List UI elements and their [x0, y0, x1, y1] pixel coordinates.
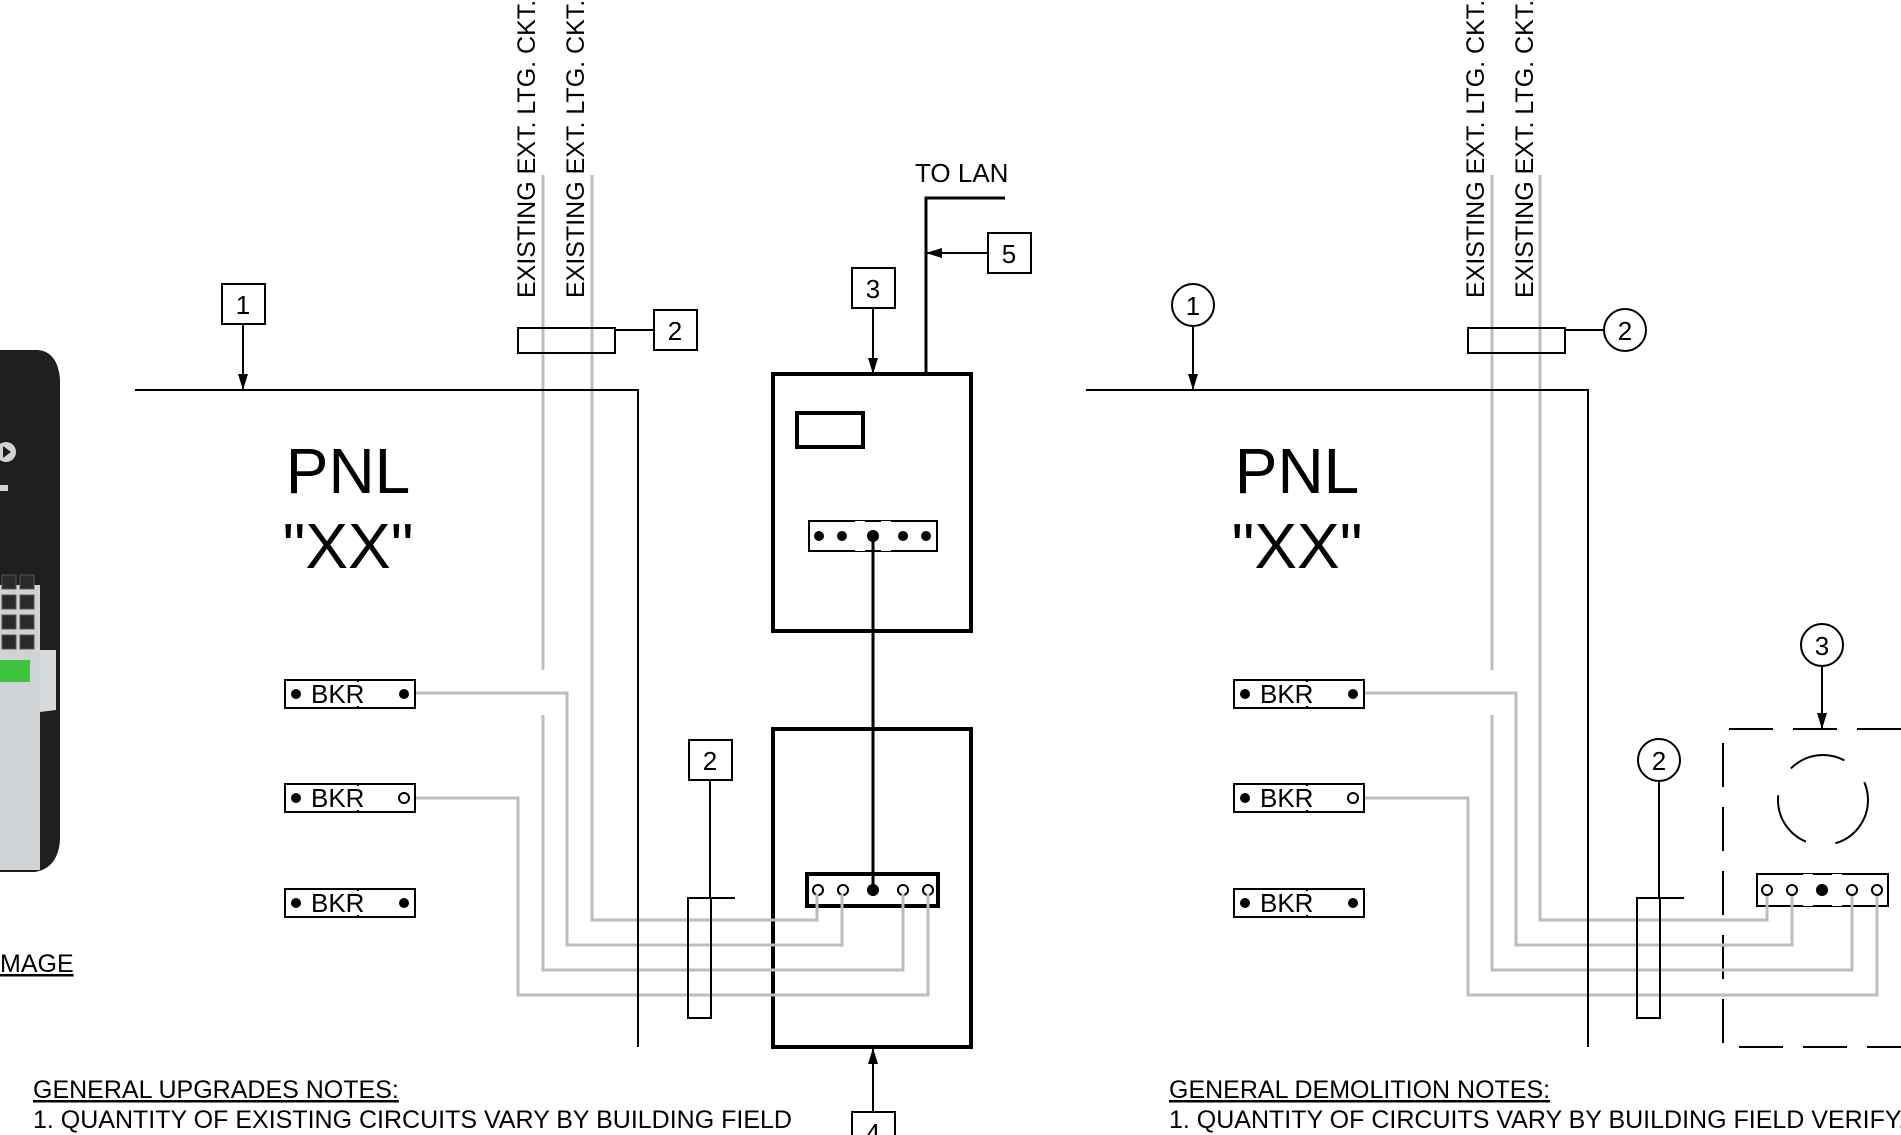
- circuit-label-2: EXISTING EXT. LTG. CKT.: [1511, 0, 1539, 298]
- circuit-label-2: EXISTING EXT. LTG. CKT.: [562, 0, 590, 298]
- tag-1: 1: [221, 283, 266, 390]
- breaker-1: BKR: [284, 679, 416, 709]
- panel-title-line1: PNL: [286, 435, 411, 507]
- tag-3: 3: [851, 267, 896, 374]
- circuit-label-1: EXISTING EXT. LTG. CKT.: [513, 0, 541, 298]
- svg-text:BKR: BKR: [311, 679, 364, 709]
- callout-1: 1: [1171, 283, 1215, 390]
- conduit-box: [517, 327, 616, 354]
- tag-2-top: 2: [653, 309, 698, 351]
- panel-outline-line: [1086, 389, 1589, 1047]
- breaker-3: BKR: [284, 888, 416, 918]
- svg-text:BKR: BKR: [1260, 888, 1313, 918]
- svg-text:2: 2: [1652, 746, 1666, 776]
- svg-text:3: 3: [1815, 631, 1829, 661]
- tag-4: 4: [851, 1047, 896, 1135]
- device-photo: [0, 350, 60, 872]
- demolition-wiring: [1362, 175, 1879, 997]
- circuit-label-1: EXISTING EXT. LTG. CKT.: [1462, 0, 1490, 298]
- breaker-1: BKR: [1233, 679, 1365, 709]
- breaker-2: BKR: [284, 783, 416, 813]
- svg-text:1: 1: [236, 290, 250, 320]
- to-lan-label: TO LAN: [915, 158, 1008, 188]
- callout-3: 3: [1800, 623, 1844, 729]
- lower-conduit-box: [687, 897, 712, 1019]
- panel-title-line2: "XX": [1232, 510, 1363, 582]
- svg-text:2: 2: [668, 316, 682, 346]
- demolition-diagram: EXISTING EXT. LTG. CKT. EXISTING EXT. LT…: [1086, 0, 1901, 1134]
- svg-text:2: 2: [1618, 316, 1632, 346]
- svg-text:5: 5: [1002, 239, 1016, 269]
- panel-outline-line: [135, 389, 639, 1047]
- svg-text:BKR: BKR: [311, 783, 364, 813]
- svg-text:2: 2: [703, 746, 717, 776]
- upgrade-diagram: EXISTING EXT. LTG. CKT. EXISTING EXT. LT…: [33, 0, 1032, 1135]
- panel-title-line1: PNL: [1235, 435, 1360, 507]
- svg-text:BKR: BKR: [1260, 783, 1313, 813]
- breaker-2: BKR: [1233, 783, 1365, 813]
- svg-text:3: 3: [866, 274, 880, 304]
- conduit-box: [1467, 327, 1566, 354]
- demolition-note-1: 1. QUANTITY OF CIRCUITS VARY BY BUILDING…: [1169, 1106, 1901, 1134]
- tag-2-lower: 2: [688, 739, 733, 781]
- svg-text:BKR: BKR: [1260, 679, 1313, 709]
- lan-cable: [924, 196, 1005, 374]
- image-caption: MAGE: [0, 950, 74, 978]
- lower-conduit-box: [1636, 897, 1661, 1019]
- upgrade-notes-heading: GENERAL UPGRADES NOTES:: [33, 1076, 399, 1104]
- panel-title-line2: "XX": [283, 510, 414, 582]
- svg-text:1: 1: [1186, 291, 1200, 321]
- upgrade-note-1: 1. QUANTITY OF EXISTING CIRCUITS VARY BY…: [33, 1106, 792, 1134]
- svg-text:4: 4: [866, 1118, 880, 1135]
- svg-text:BKR: BKR: [311, 888, 364, 918]
- callout-2-lower: 2: [1637, 738, 1681, 782]
- callout-2-top: 2: [1603, 308, 1647, 352]
- tag-5: 5: [926, 232, 1032, 274]
- removed-terminal-strip: [1761, 884, 1883, 896]
- breaker-3: BKR: [1233, 888, 1365, 918]
- demolition-notes-heading: GENERAL DEMOLITION NOTES:: [1169, 1076, 1550, 1104]
